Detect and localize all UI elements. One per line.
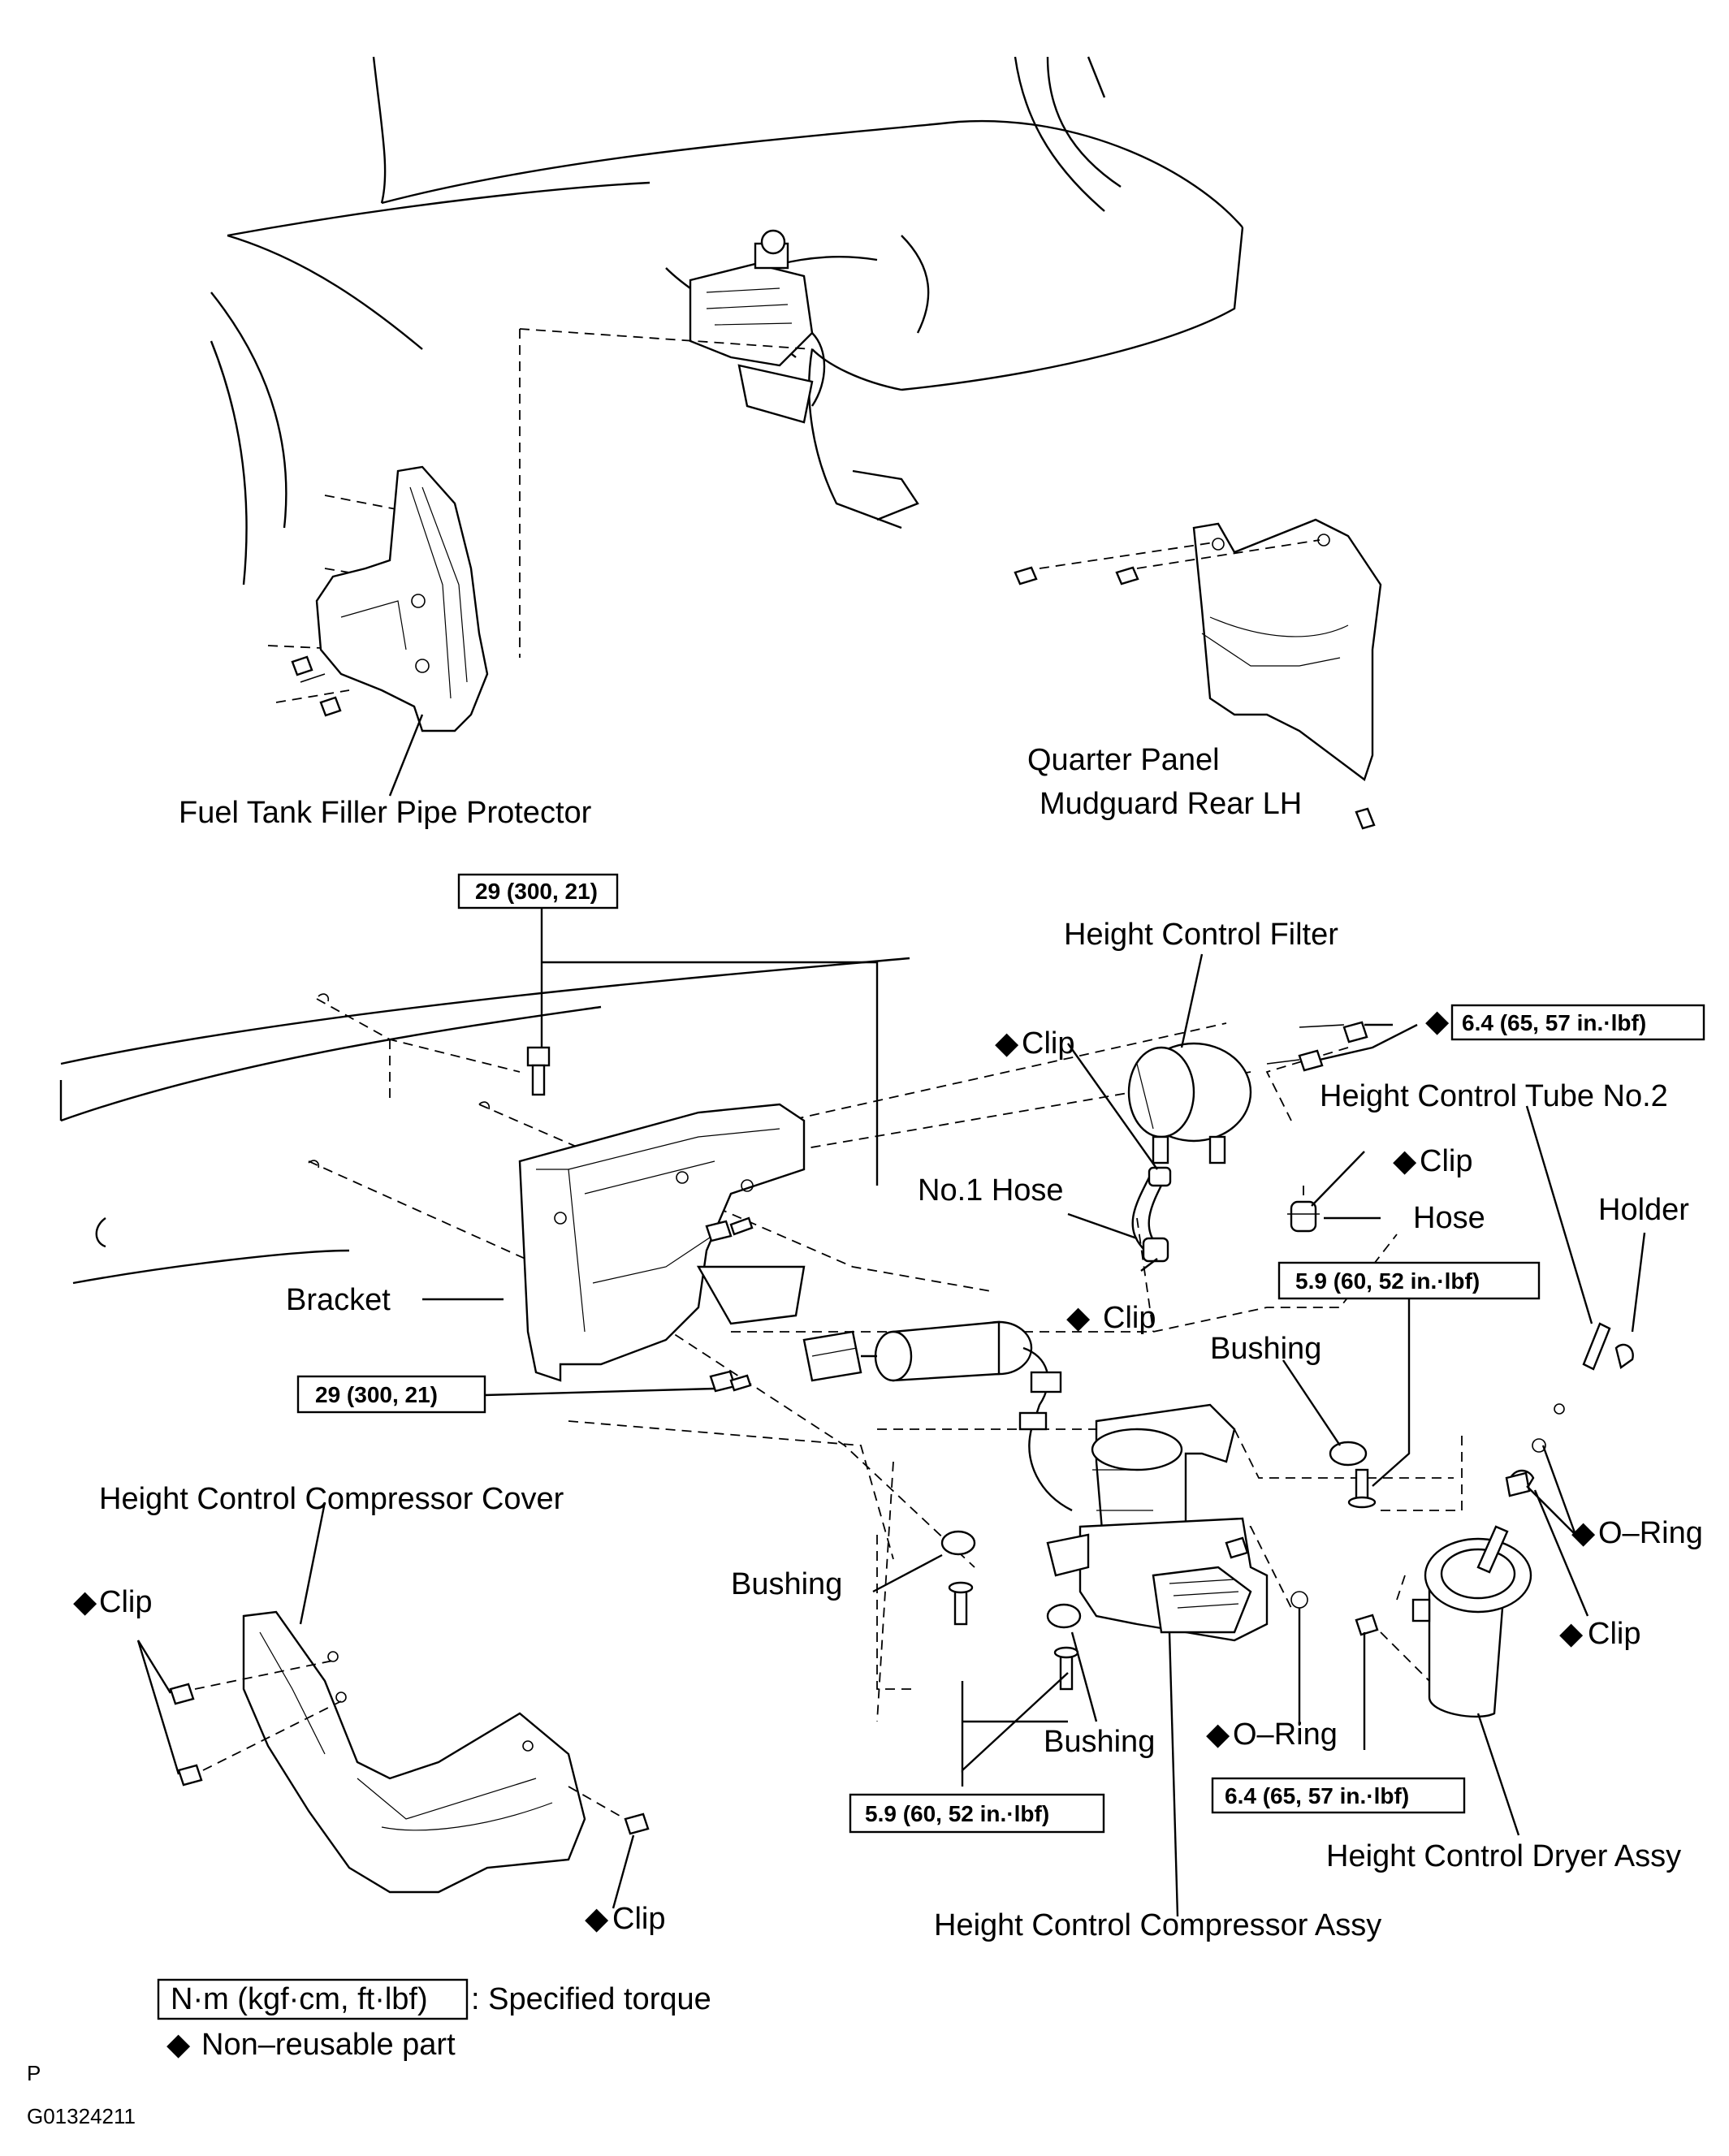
torque-64-lower: 6.4 (65, 57 in.·lbf) xyxy=(1225,1783,1409,1808)
diamond-torque-64-top: ◆ xyxy=(1425,1005,1450,1039)
label-hose: Hose xyxy=(1413,1201,1485,1235)
legend-diamond: ◆ xyxy=(166,2028,191,2062)
diamond-clip-cover-right: ◆ xyxy=(585,1902,609,1936)
label-bracket: Bracket xyxy=(286,1283,391,1317)
label-dryer-assy: Height Control Dryer Assy xyxy=(1326,1839,1681,1873)
torque-box-64-lower xyxy=(1211,1777,1466,1814)
label-height-control-filter: Height Control Filter xyxy=(1064,918,1338,952)
torque-box-59-right xyxy=(1277,1261,1541,1300)
legend-torque-units: N·m (kgf·cm, ft·lbf) xyxy=(171,1982,428,2016)
compressor-motor-part xyxy=(802,1320,1073,1512)
diamond-clip-filter: ◆ xyxy=(995,1026,1019,1061)
label-bushing-bottom: Bushing xyxy=(1044,1725,1155,1759)
label-clip-hose: Clip xyxy=(1420,1144,1472,1178)
label-clip-dryer: Clip xyxy=(1588,1617,1640,1651)
o-ring-part xyxy=(1290,1591,1308,1609)
label-bushing-left: Bushing xyxy=(731,1567,842,1601)
legend-non-reusable-desc: Non–reusable part xyxy=(201,2028,456,2062)
fuel-filler-assembly xyxy=(689,229,826,424)
frame-rail xyxy=(59,957,910,1285)
label-o-ring-right: O–Ring xyxy=(1598,1516,1703,1550)
label-compressor-cover: Height Control Compressor Cover xyxy=(99,1482,564,1516)
height-control-dryer-part xyxy=(1355,1471,1532,1718)
label-clip-cover-right: Clip xyxy=(612,1902,665,1936)
label-no1-hose: No.1 Hose xyxy=(918,1173,1064,1208)
label-compressor-assy: Height Control Compressor Assy xyxy=(934,1908,1381,1942)
diamond-clip-no1: ◆ xyxy=(1066,1301,1091,1335)
torque-29-lower: 29 (300, 21) xyxy=(315,1382,438,1407)
torque-box-64-top xyxy=(1450,1004,1705,1041)
height-control-filter-part xyxy=(1127,1021,1368,1164)
legend-torque-desc: : Specified torque xyxy=(471,1982,711,2016)
label-clip-no1: Clip xyxy=(1103,1301,1156,1335)
legend-torque-box xyxy=(157,1978,469,2020)
torque-box-29-lower xyxy=(296,1375,486,1414)
footer-p-mark: P xyxy=(27,2061,41,2085)
frame-hole xyxy=(308,1160,320,1169)
torque-box-59-lower xyxy=(849,1793,1105,1834)
diamond-clip-dryer: ◆ xyxy=(1559,1617,1584,1651)
label-clip-cover-left: Clip xyxy=(99,1585,152,1619)
diamond-clip-hose: ◆ xyxy=(1393,1144,1417,1178)
frame-hole xyxy=(318,993,330,1002)
bracket-bolts xyxy=(526,1046,754,1393)
torque-box-29-top xyxy=(457,873,619,909)
diamond-o-ring-right: ◆ xyxy=(1571,1516,1596,1550)
torque-64-top: 6.4 (65, 57 in.·lbf) xyxy=(1462,1010,1646,1035)
label-holder: Holder xyxy=(1598,1193,1689,1227)
leader-filler-protector xyxy=(388,714,424,797)
torque-29-top: 29 (300, 21) xyxy=(475,879,598,904)
quarter-panel-mudguard xyxy=(1014,518,1382,830)
label-fuel-tank-filler-pipe-protector: Fuel Tank Filler Pipe Protector xyxy=(179,796,592,830)
torque-59-right: 5.9 (60, 52 in.·lbf) xyxy=(1295,1268,1480,1294)
bushing-parts xyxy=(940,1441,1377,1691)
vehicle-body-outline xyxy=(210,56,1244,585)
leader-lines xyxy=(136,908,1646,1917)
height-control-compressor-cover-part xyxy=(169,1610,650,1894)
label-quarter-panel-line2: Mudguard Rear LH xyxy=(1040,787,1302,821)
diamond-clip-cover-left: ◆ xyxy=(73,1585,97,1619)
hose-part xyxy=(1287,1186,1320,1233)
label-o-ring-bottom: O–Ring xyxy=(1233,1717,1338,1752)
frame-hole xyxy=(478,1101,491,1110)
label-height-control-tube-no2: Height Control Tube No.2 xyxy=(1320,1079,1668,1113)
height-control-compressor-part xyxy=(1046,1403,1269,1642)
diamond-o-ring-bottom: ◆ xyxy=(1206,1717,1230,1752)
fuel-tank-filler-pipe-protector xyxy=(291,465,489,732)
label-quarter-panel-line1: Quarter Panel xyxy=(1027,743,1220,777)
label-clip-filter: Clip xyxy=(1022,1026,1074,1061)
tube-no2-part xyxy=(1509,1322,1634,1488)
footer-figure-id: G01324211 xyxy=(27,2104,136,2128)
torque-59-lower: 5.9 (60, 52 in.·lbf) xyxy=(865,1801,1049,1826)
no1-hose-part xyxy=(1131,1166,1172,1263)
label-bushing-right: Bushing xyxy=(1210,1332,1321,1366)
bracket-part xyxy=(518,1103,806,1382)
